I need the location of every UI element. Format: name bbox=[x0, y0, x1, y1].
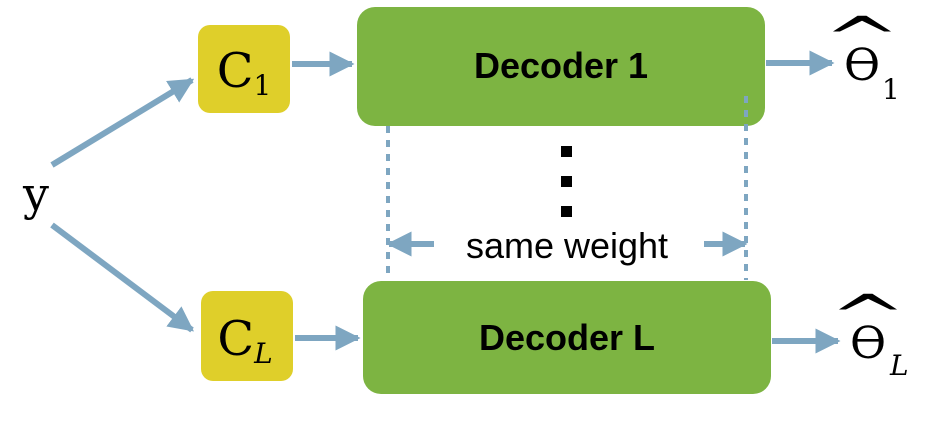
output-L-symbol: ϴ bbox=[850, 318, 886, 369]
code-box-c1: C1 bbox=[198, 25, 290, 113]
decoder-L-label: Decoder L bbox=[479, 317, 655, 358]
vertical-ellipsis bbox=[561, 146, 572, 217]
svg-text:C1: C1 bbox=[217, 43, 272, 102]
decoder-1-box: Decoder 1 bbox=[357, 7, 765, 126]
svg-text:ϴ: ϴ bbox=[844, 40, 880, 91]
same-weight-label: same weight bbox=[466, 225, 668, 266]
code-box-cL: CL bbox=[201, 291, 293, 381]
output-theta-1: ^ ϴ 1 bbox=[823, 5, 901, 106]
svg-text:ϴ: ϴ bbox=[850, 318, 886, 369]
arrow-y-to-cL bbox=[50, 222, 195, 333]
decoder-L-box: Decoder L bbox=[363, 281, 771, 394]
code-c1-subscript: 1 bbox=[253, 69, 271, 102]
arrow-y-to-c1 bbox=[50, 77, 195, 168]
decoder-1-label: Decoder 1 bbox=[474, 45, 648, 86]
output-theta-L: ^ ϴ L bbox=[829, 283, 908, 382]
output-L-subscript: L bbox=[889, 349, 909, 382]
output-L-hat: ^ bbox=[829, 283, 907, 350]
output-1-subscript: 1 bbox=[882, 73, 900, 106]
input-y-label: y bbox=[22, 167, 49, 221]
output-1-symbol: ϴ bbox=[844, 40, 880, 91]
svg-text:CL: CL bbox=[217, 311, 272, 370]
output-1-hat: ^ bbox=[823, 5, 901, 72]
code-cL-letter: C bbox=[217, 311, 254, 367]
code-c1-letter: C bbox=[217, 43, 254, 99]
code-cL-subscript: L bbox=[253, 337, 273, 370]
